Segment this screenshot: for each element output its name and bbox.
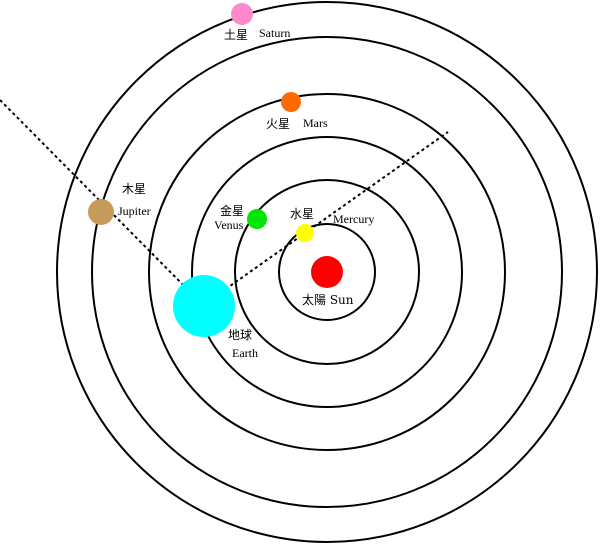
mercury-label-en: Mercury — [333, 212, 374, 226]
sun-label: 太陽 Sun — [302, 292, 354, 307]
sun — [311, 256, 343, 288]
planet-venus — [247, 209, 267, 229]
sight-lines — [0, 99, 449, 307]
jupiter-label-ja: 木星 — [122, 182, 146, 196]
saturn-label-en: Saturn — [259, 26, 290, 40]
earth-label-ja: 地球 — [228, 328, 252, 342]
earth-label-en: Earth — [232, 346, 258, 360]
orbit-earth — [148, 93, 506, 451]
mars-label-en: Mars — [303, 116, 328, 130]
planet-earth — [173, 275, 235, 337]
orbit-mars — [191, 136, 463, 408]
orbit-saturn — [56, 1, 598, 543]
orbit-mercury — [278, 223, 376, 321]
saturn-label-ja: 土星 — [224, 28, 248, 42]
orbit-venus — [234, 179, 420, 365]
jupiter-label-en: Jupiter — [118, 204, 151, 218]
orbit-jupiter — [91, 36, 563, 508]
planet-jupiter — [88, 199, 114, 225]
planet-saturn — [231, 3, 253, 25]
venus-label-ja: 金星 — [220, 203, 244, 218]
mercury-label-ja: 水星 — [290, 207, 314, 221]
sight-line-earth-mercury — [205, 131, 449, 304]
venus-label-en: Venus — [214, 218, 244, 232]
planet-mars — [281, 92, 301, 112]
orbits — [56, 1, 598, 543]
mars-label-ja: 火星 — [266, 117, 290, 131]
planet-mercury — [296, 224, 314, 242]
